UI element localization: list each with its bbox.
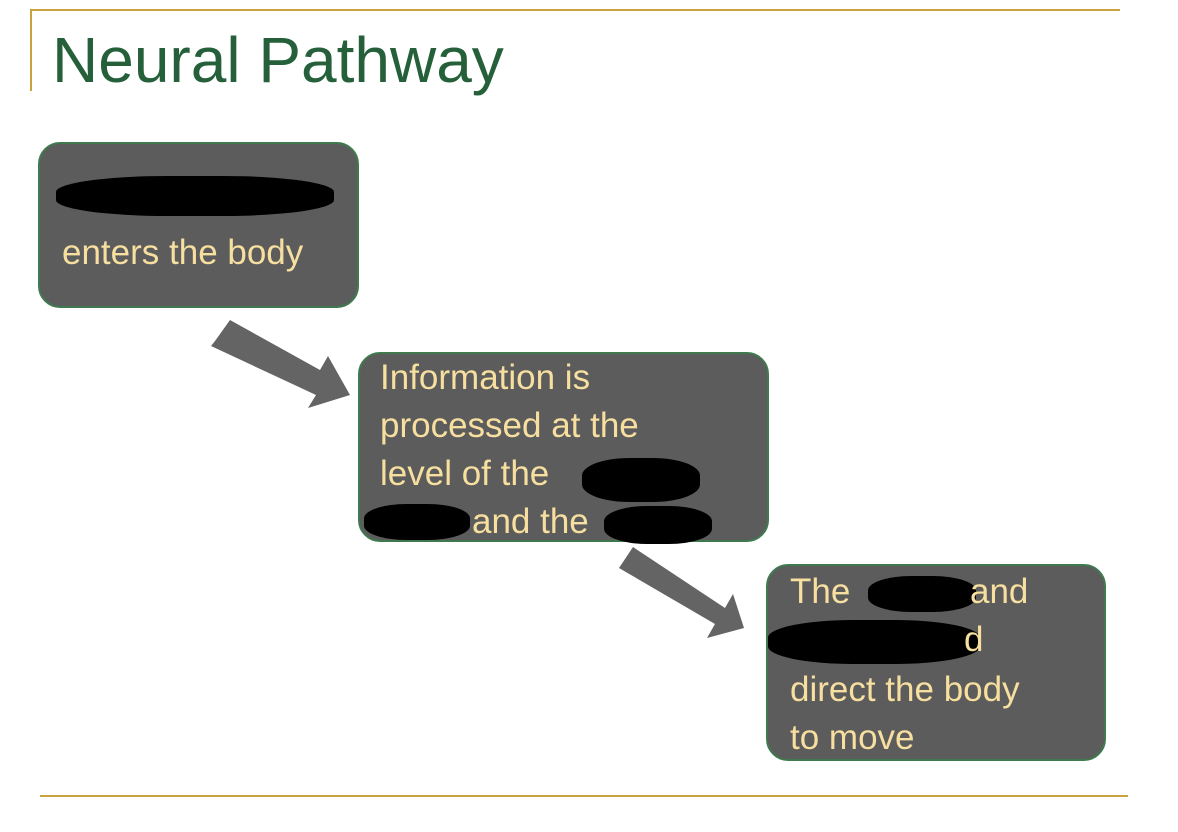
step-1-box: enters the body <box>38 142 359 308</box>
step-3-line-1-end: and <box>970 572 1029 611</box>
step-2-line-1: Information is <box>380 358 591 397</box>
step-2-line-4: and the <box>472 502 589 541</box>
title-accent-bar <box>30 9 32 91</box>
step-3-line-1-start: The <box>790 572 851 611</box>
step-2-line-2: processed at the <box>380 406 639 445</box>
redaction-mark <box>604 506 712 544</box>
arrow-step-1-to-2 <box>211 320 350 408</box>
redaction-mark <box>868 576 976 612</box>
redaction-mark <box>768 620 980 664</box>
step-2-line-3: level of the <box>380 454 550 493</box>
arrow-step-2-to-3 <box>619 547 744 638</box>
step-3-box: The and d direct the body to move <box>766 564 1106 761</box>
step-3-line-2: d <box>964 620 984 659</box>
step-3-line-4: to move <box>790 718 915 757</box>
top-rule <box>30 9 1120 11</box>
bottom-rule <box>40 795 1128 797</box>
redaction-mark <box>364 504 470 540</box>
slide-title: Neural Pathway <box>52 24 504 96</box>
step-3-line-3: direct the body <box>790 670 1020 709</box>
redaction-mark <box>56 176 334 216</box>
redaction-mark <box>582 458 700 502</box>
step-1-line-2: enters the body <box>62 233 304 272</box>
step-2-box: Information is processed at the level of… <box>358 352 769 544</box>
